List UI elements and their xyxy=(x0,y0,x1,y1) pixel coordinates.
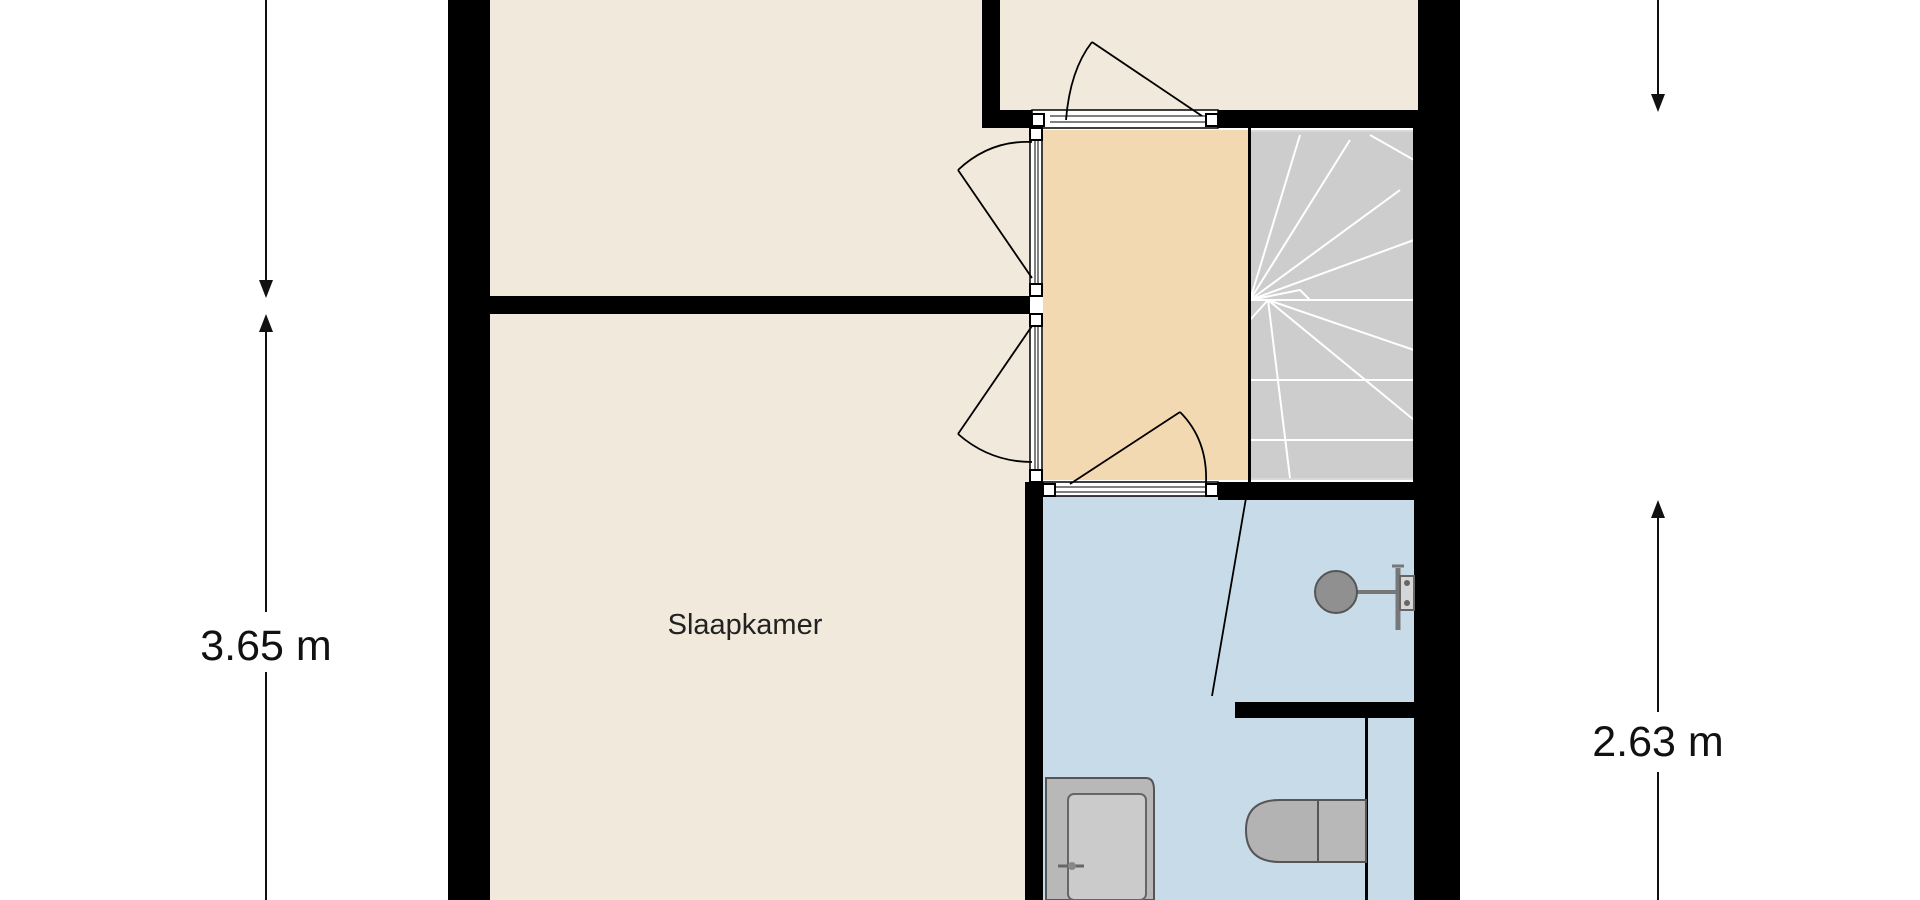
dimension-label-right: 2.63 m xyxy=(1592,718,1723,766)
room-slaapkamer-top xyxy=(490,0,1030,296)
room-label-slaapkamer: Slaapkamer xyxy=(668,609,823,641)
door-openings xyxy=(1029,109,1219,497)
walls xyxy=(448,0,1460,900)
arrow-down-right-top xyxy=(1651,94,1665,112)
arrow-up-left-bottom xyxy=(259,314,273,332)
dimension-label-left-bg xyxy=(190,612,342,672)
shower-fixture xyxy=(1314,564,1415,630)
room-slaapkamer-main xyxy=(490,314,1030,900)
sink-fixture xyxy=(1045,777,1155,900)
room-hall xyxy=(1043,130,1248,480)
staircase xyxy=(1249,132,1415,479)
door-swings xyxy=(957,41,1247,697)
dimension-label-left: 3.65 m xyxy=(200,622,331,670)
dimension-label-right-bg xyxy=(1582,712,1734,772)
arrow-down-left-top xyxy=(259,280,273,298)
toilet-fixture xyxy=(1244,799,1367,863)
arrow-up-right-bottom xyxy=(1651,500,1665,518)
room-top-right xyxy=(1000,0,1418,110)
